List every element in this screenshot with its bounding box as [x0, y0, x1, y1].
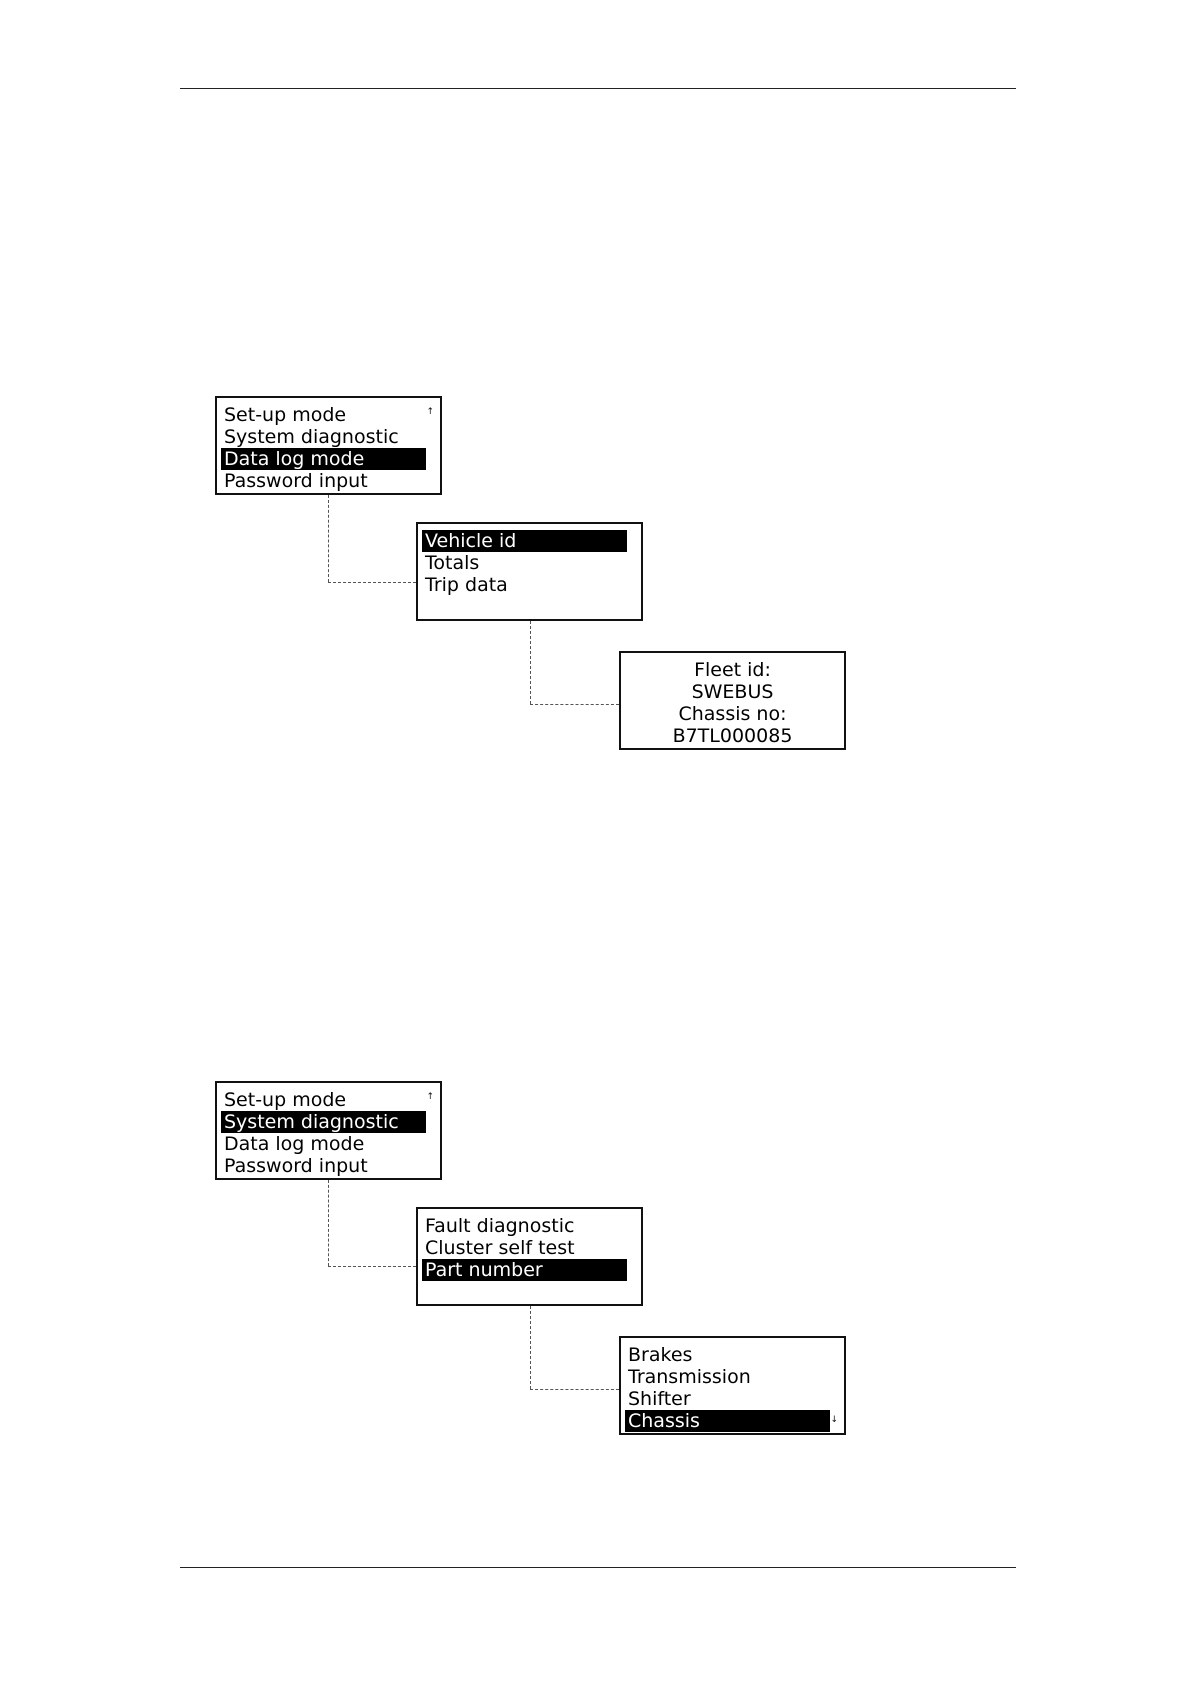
footer-rule: [180, 1567, 1016, 1568]
vehicle-id-screen: Fleet id: SWEBUS Chassis no: B7TL000085: [619, 651, 846, 750]
connector-line: [530, 1389, 619, 1390]
menu-item: Totals: [422, 552, 627, 574]
up-arrow-icon: ↑: [426, 408, 434, 417]
menu-item: Set-up mode: [221, 404, 426, 426]
menu-item: Shifter: [625, 1388, 830, 1410]
menu-item-selected: Part number: [422, 1259, 627, 1281]
menu-item: Brakes: [625, 1344, 830, 1366]
main-menu-screen-2: Set-up mode System diagnostic Data log m…: [215, 1081, 442, 1180]
part-number-menu-screen: Brakes Transmission Shifter Chassis ↓: [619, 1336, 846, 1435]
menu-item-selected: System diagnostic: [221, 1111, 426, 1133]
menu-item: Transmission: [625, 1366, 830, 1388]
menu-item: Data log mode: [221, 1133, 426, 1155]
info-line: Fleet id:: [625, 659, 840, 681]
menu-item-selected: Chassis: [625, 1410, 830, 1432]
menu-item: System diagnostic: [221, 426, 426, 448]
info-line: B7TL000085: [625, 725, 840, 747]
menu-item: [422, 596, 627, 618]
menu-item: Trip data: [422, 574, 627, 596]
system-diagnostic-menu-screen: Fault diagnostic Cluster self test Part …: [416, 1207, 643, 1306]
menu-item: Fault diagnostic: [422, 1215, 627, 1237]
info-line: SWEBUS: [625, 681, 840, 703]
connector-line: [328, 582, 416, 583]
menu-item-selected: Data log mode: [221, 448, 426, 470]
down-arrow-icon: ↓: [830, 1416, 838, 1425]
connector-line: [328, 495, 329, 582]
menu-item: [422, 1281, 627, 1303]
data-log-menu-screen: Vehicle id Totals Trip data: [416, 522, 643, 621]
connector-line: [530, 704, 619, 705]
menu-item: Password input: [221, 1155, 426, 1177]
main-menu-screen-1: Set-up mode System diagnostic Data log m…: [215, 396, 442, 495]
connector-line: [328, 1180, 329, 1266]
menu-item-selected: Vehicle id: [422, 530, 627, 552]
menu-item: Cluster self test: [422, 1237, 627, 1259]
connector-line: [530, 621, 531, 704]
connector-line: [328, 1266, 416, 1267]
connector-line: [530, 1306, 531, 1389]
menu-item: Set-up mode: [221, 1089, 426, 1111]
header-rule: [180, 88, 1016, 89]
menu-item: Password input: [221, 470, 426, 492]
info-line: Chassis no:: [625, 703, 840, 725]
up-arrow-icon: ↑: [426, 1093, 434, 1102]
